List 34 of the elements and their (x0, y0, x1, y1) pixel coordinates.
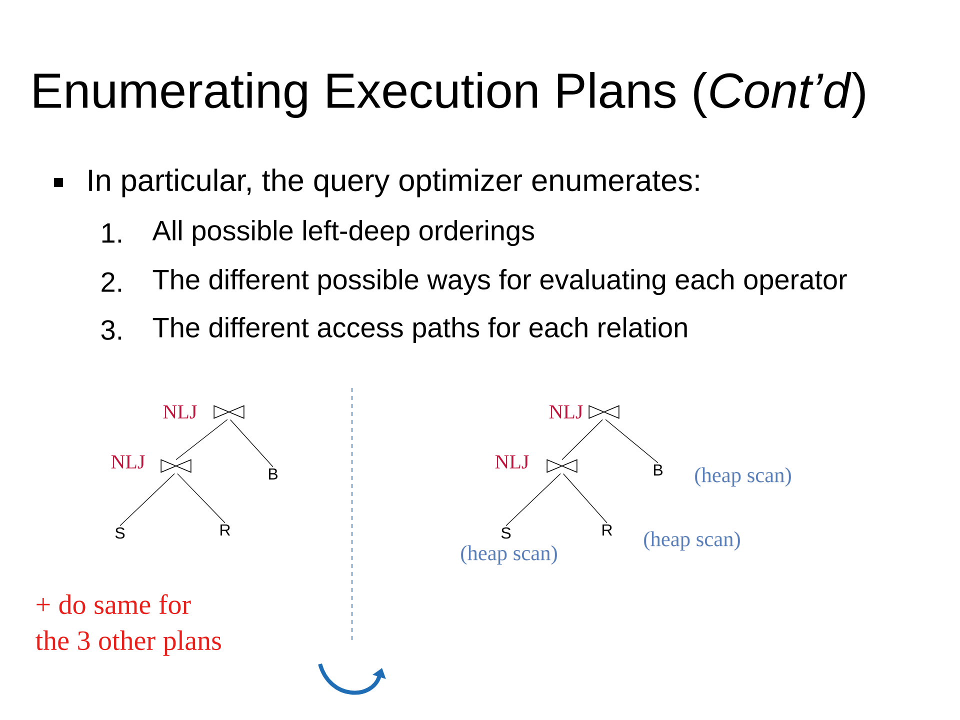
join-symbol (214, 405, 244, 419)
title: Enumerating Execution Plans (Cont’d) (34, 72, 865, 118)
access-path-label: (heap scan) (644, 531, 740, 551)
relation-name: B (269, 468, 278, 480)
note-text: + do same for the 3 other plans (36, 594, 221, 656)
list-number: 2. (102, 272, 122, 292)
tree-edge (230, 419, 274, 468)
relation-name: R (602, 524, 612, 536)
list-item: All possible left-deep orderings (152, 220, 534, 246)
tree-edge (563, 473, 608, 524)
list-item: The different possible ways for evaluating each operator (152, 268, 847, 296)
relation-name: S (115, 527, 125, 539)
relation-name: R (220, 524, 230, 536)
join-symbol (546, 459, 578, 473)
access-path-label: (heap scan) (695, 467, 791, 487)
tree-edge (605, 419, 658, 464)
tree-edge (176, 419, 228, 460)
access-path-label: (heap scan) (461, 545, 557, 565)
list-number: 1. (102, 223, 122, 243)
tree-edge (177, 473, 226, 524)
relation-name: B (654, 464, 662, 476)
bullet-text: In particular, the query optimizer enumerates: (89, 168, 699, 198)
tree-edge (562, 419, 603, 460)
join-label: NLJ (495, 455, 529, 469)
join-label: NLJ (111, 455, 145, 469)
list-item: The different access paths for each relation (152, 316, 687, 344)
join-label: NLJ (163, 405, 197, 419)
tree-edge (120, 473, 175, 526)
join-label: NLJ (549, 405, 583, 419)
relation-name: S (501, 527, 511, 539)
join-symbol (160, 459, 192, 473)
tree-edge (506, 473, 561, 526)
join-symbol (588, 405, 620, 419)
list-number: 3. (101, 320, 122, 340)
